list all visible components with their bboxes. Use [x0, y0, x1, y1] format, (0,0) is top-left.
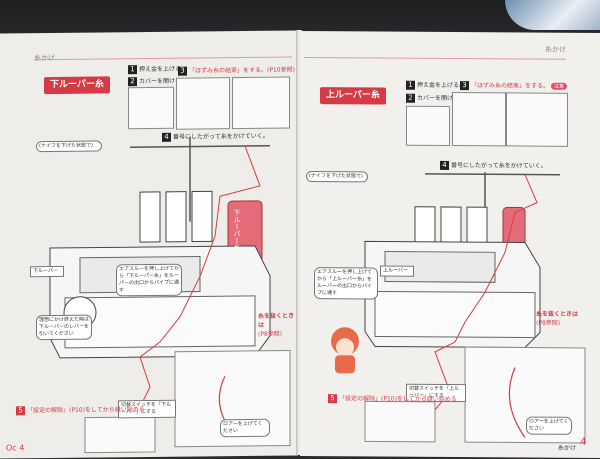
spool-label: 下ルーパー糸	[233, 209, 241, 252]
note: ロアーを上げてください	[526, 416, 572, 435]
detail-panel	[506, 92, 568, 147]
right-section-title: 上ルーパー糸	[320, 87, 386, 105]
right-step-3: 3「ほずみ糸の結束」をする。注意	[460, 80, 568, 91]
note: 上ルーパー	[380, 265, 414, 277]
note: 下ルーパー	[30, 265, 64, 278]
left-page-number: Oc 4	[6, 443, 25, 453]
right-serger-diagram	[331, 172, 586, 444]
page-label: 糸かけ	[558, 444, 577, 452]
detail-panel	[232, 76, 290, 130]
remove-thread-note: 糸を抜くときは(P8参照)	[258, 312, 295, 338]
left-step-3: 3「ほずみ糸の結束」をする。(P10参照)注意	[178, 64, 298, 76]
left-page-header: 糸かけ	[34, 42, 292, 63]
background-object	[505, 0, 600, 30]
detail-panel	[128, 86, 174, 130]
detail-panel	[176, 77, 230, 130]
note: ロアーを上げてください	[220, 418, 270, 438]
note: エアスルーを押し上げてから「上ルーパー糸」をルーパーの出口からパイプに通す	[314, 267, 378, 300]
right-page-number: 4	[580, 436, 587, 448]
book-spine	[296, 30, 302, 455]
left-step-5: 5「設定の解除」(P10)をしてから縫い始める	[16, 404, 145, 416]
detail-panel	[406, 105, 450, 146]
right-page-header: 糸かけ	[304, 42, 566, 60]
left-section-title: 下ルーパー糸	[44, 76, 110, 95]
section-label: 糸かけ	[34, 53, 55, 63]
note: (ナイフを下げた状態で)	[36, 140, 102, 153]
detail-panel	[452, 92, 506, 147]
remove-thread-note: 糸を抜くときは(P8参照)	[536, 310, 579, 327]
note: (ナイフを下げた状態で)	[306, 170, 368, 183]
section-label: 糸かけ	[545, 45, 566, 54]
note: 理想にかけ終えた時は下ルーパーのレバーを引いてください	[36, 314, 92, 341]
right-step-5: 5「設定の解除」(P10)をしてから縫い始める	[328, 393, 457, 404]
note: エアスルーを押し上げてから「下ルーパー糸」をルーパーの出口からパイプに通す	[116, 263, 182, 297]
